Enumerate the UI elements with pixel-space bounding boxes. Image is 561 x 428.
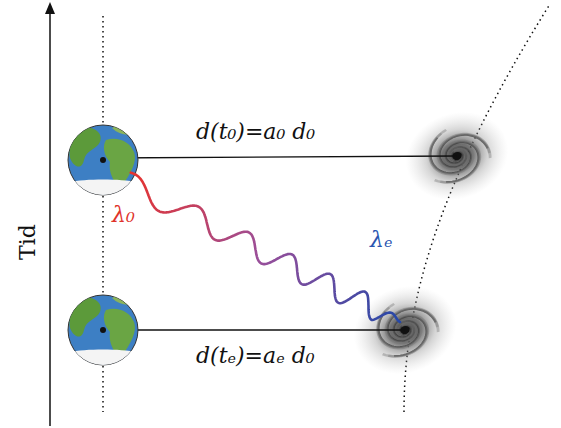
earth: [60, 125, 146, 200]
distance-line: [103, 329, 405, 330]
axis-label: Tid: [16, 224, 40, 260]
wavelength-label: λₑ: [370, 228, 392, 252]
wavelength-label: λ₀: [112, 203, 135, 227]
light-wave: [131, 173, 400, 322]
distance-label: d(tₑ)=aₑ d₀: [196, 344, 315, 368]
time-axis: [49, 10, 51, 426]
distance-line: [103, 156, 457, 158]
earth: [60, 295, 146, 370]
distance-label: d(t₀)=a₀ d₀: [196, 120, 315, 144]
axis-arrowhead: [45, 2, 55, 14]
